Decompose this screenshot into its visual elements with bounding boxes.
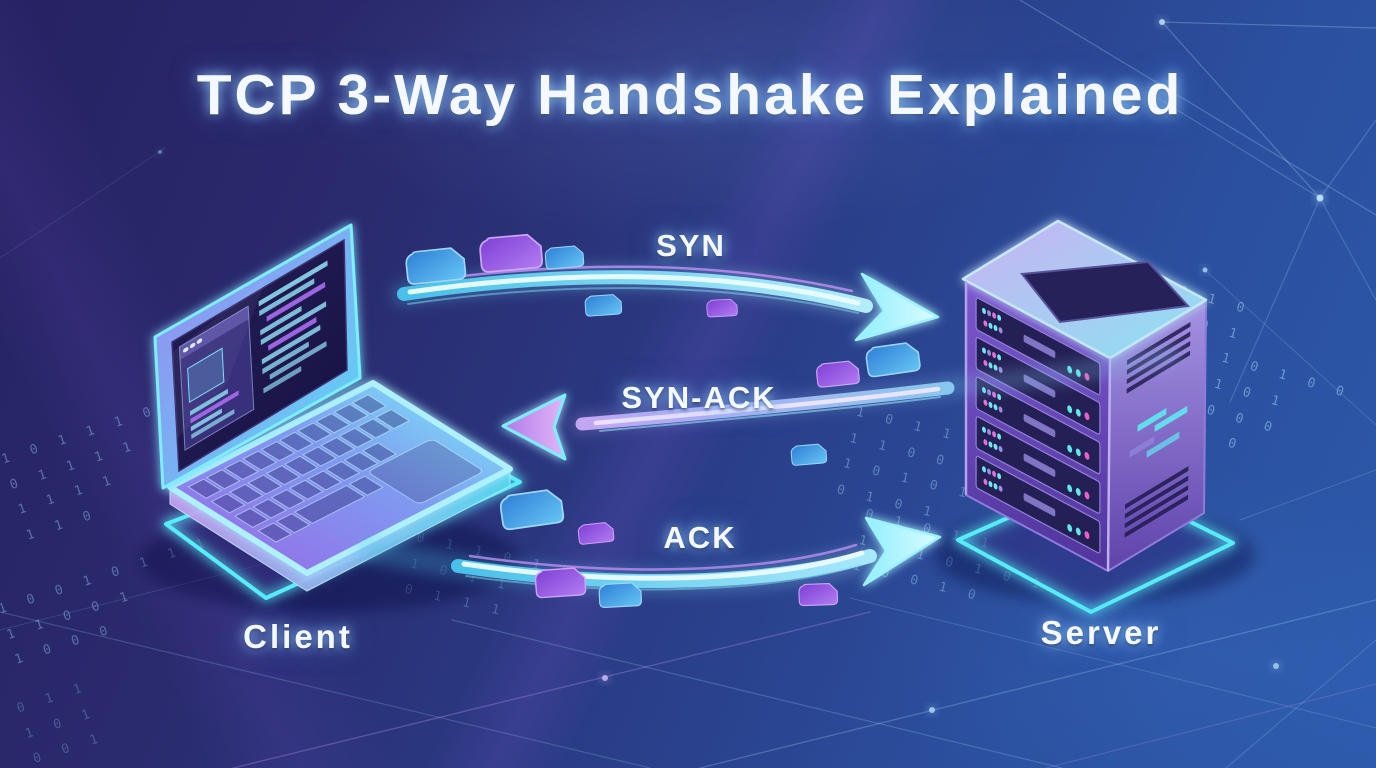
syn-arrow [392, 265, 940, 342]
message-label-ack: ACK [663, 520, 737, 555]
message-label-syn-ack: SYN-ACK [621, 380, 777, 415]
window-image-box [188, 348, 224, 402]
data-packet [584, 293, 623, 317]
syn-ack-arrow [501, 346, 1180, 461]
ack-arrowhead [862, 516, 942, 587]
data-packet [815, 359, 861, 389]
window-dot [189, 342, 196, 349]
data-packet [498, 487, 566, 532]
data-packet [598, 581, 643, 609]
syn-ack-arrowhead [501, 393, 567, 461]
window-dot [182, 347, 189, 353]
data-packet [790, 443, 828, 467]
data-packet [478, 232, 544, 274]
data-packet [544, 244, 585, 270]
server-top-screen [1020, 260, 1191, 324]
data-packet [706, 298, 738, 318]
server-node-label: Server [1040, 614, 1162, 651]
data-packet [798, 582, 839, 607]
laptop-screen-content [172, 242, 333, 454]
data-packet [404, 246, 467, 286]
network-mesh-nodes [158, 19, 1324, 713]
laptop-trackpad [367, 439, 484, 505]
data-packet [534, 566, 587, 599]
client-laptop-illustration [155, 225, 510, 591]
window-dot [196, 338, 203, 344]
data-packet [577, 521, 615, 546]
ack-arrow [358, 516, 942, 593]
diagram-title: TCP 3-Way Handshake Explained [196, 63, 1184, 127]
client-node-label: Client [243, 618, 353, 655]
syn-arrowhead [854, 272, 940, 342]
laptop-keyboard [188, 395, 487, 562]
message-label-syn: SYN [656, 228, 726, 263]
data-packet [864, 340, 922, 379]
